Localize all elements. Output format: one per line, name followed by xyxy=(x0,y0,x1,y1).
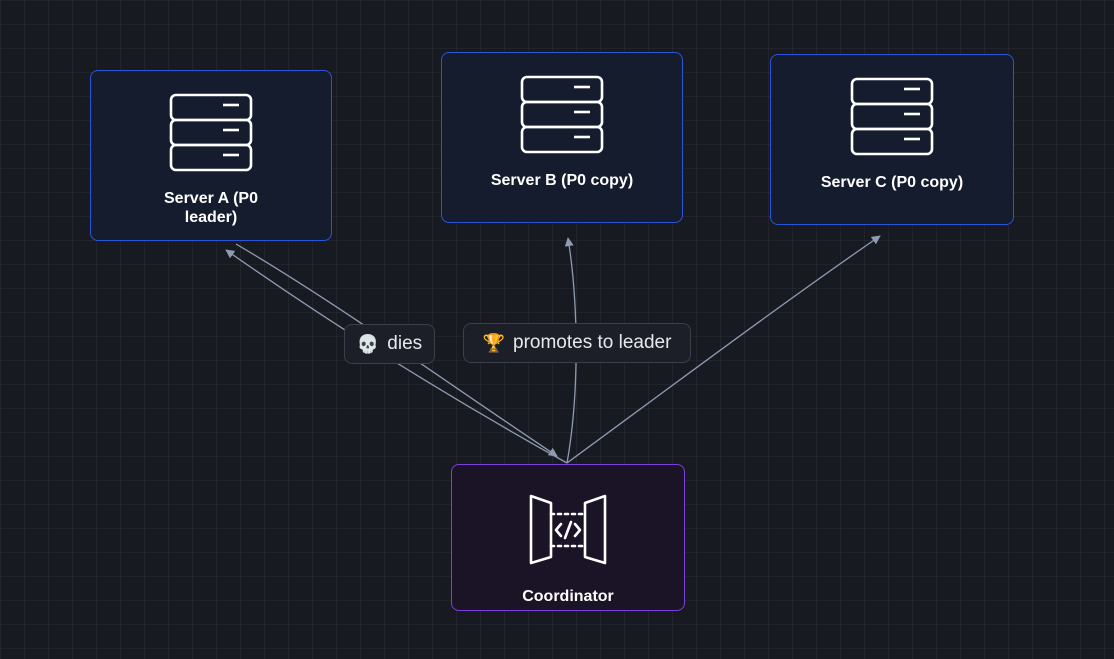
skull-icon: 💀 xyxy=(356,333,380,355)
node-server-c[interactable]: Server C (P0 copy) xyxy=(770,54,1014,225)
node-server-a[interactable]: Server A (P0 leader) xyxy=(90,70,332,241)
node-label: Coordinator xyxy=(522,588,614,605)
edge-label-promotes-to-leader[interactable]: 🏆 promotes to leader xyxy=(463,323,691,363)
node-label: Server C (P0 copy) xyxy=(820,174,964,191)
server-icon xyxy=(169,93,253,172)
server-icon xyxy=(520,75,604,154)
node-label: Server A (P0 leader) xyxy=(164,190,258,226)
server-icon xyxy=(850,77,934,156)
trophy-icon: 🏆 xyxy=(482,332,505,354)
api-gateway-icon xyxy=(529,494,607,565)
edge-label-text: dies xyxy=(387,333,423,354)
node-coordinator[interactable]: Coordinator xyxy=(451,464,685,611)
edge-label-dies[interactable]: 💀 dies xyxy=(344,324,435,364)
node-label: Server B (P0 copy) xyxy=(490,172,634,189)
edge-label-text: promotes to leader xyxy=(513,332,672,353)
node-server-b[interactable]: Server B (P0 copy) xyxy=(441,52,683,223)
